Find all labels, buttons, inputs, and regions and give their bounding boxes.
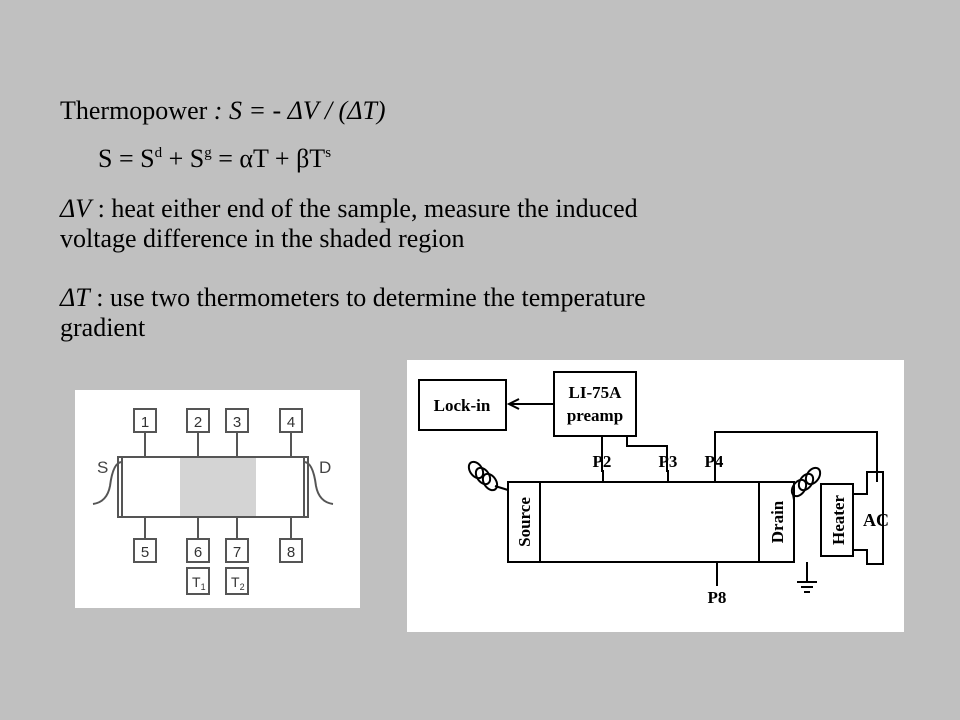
thermopower-formula: : S = - ΔV / (ΔT): [213, 96, 386, 125]
arrow-icon: [506, 398, 520, 410]
seebeck-sum-superscript: s: [325, 145, 332, 161]
preamp-box: [553, 371, 637, 437]
seebeck-sum-superscript: g: [204, 145, 212, 161]
pad-label: 5: [141, 544, 149, 561]
heater-label: Heater: [829, 495, 848, 545]
contact-pad-1: [133, 408, 157, 433]
probe-label: P2: [593, 452, 612, 471]
measurement-circuit-diagram: Lock-in LI-75A preamp P2 P3 P4 P8 Source…: [407, 360, 904, 632]
pad-label: 1: [141, 414, 149, 431]
delta-v-paragraph: ΔV : heat either end of the sample, meas…: [60, 194, 638, 254]
contact-pad-6: [186, 538, 210, 563]
thermometer-1: [186, 567, 210, 595]
drain-label: Drain: [768, 500, 787, 543]
seebeck-sum-part: = αT + βT: [211, 144, 326, 173]
ac-loop: [853, 471, 884, 565]
thermometer-label: T2: [231, 574, 245, 592]
preamp-model-label: LI-75A: [569, 383, 623, 402]
pad-label: 3: [233, 414, 241, 431]
delta-t-line-2: gradient: [60, 313, 146, 342]
delta-t-line-1: : use two thermometers to determine the …: [89, 283, 646, 312]
thermopower-equation: Thermopower : S = - ΔV / (ΔT): [60, 96, 386, 126]
contact-pad-4: [279, 408, 303, 433]
thermopower-label: Thermopower: [60, 96, 208, 125]
sample-contact-diagram: S D 1 2 3 4 5 6 7 8 T1 T2: [75, 390, 360, 608]
delta-v-line-2: voltage difference in the shaded region: [60, 224, 465, 253]
sample-bar: [507, 481, 795, 563]
delta-t-paragraph: ΔT : use two thermometers to determine t…: [60, 283, 646, 343]
pad-label: 7: [233, 544, 241, 561]
delta-v-line-1: : heat either end of the sample, measure…: [91, 194, 638, 223]
right-lead-label: D: [319, 458, 331, 477]
contact-pad-2: [186, 408, 210, 433]
ac-label: AC: [863, 510, 889, 530]
source-label: Source: [515, 497, 534, 547]
coil-icon: [790, 466, 822, 501]
ground-icon: [797, 562, 817, 593]
coil-icon: [467, 460, 509, 492]
probe-label: P3: [659, 452, 678, 471]
lockin-label: Lock-in: [434, 396, 491, 415]
thermometer-2: [225, 567, 249, 595]
contact-pad-5: [133, 538, 157, 563]
preamp-label: preamp: [567, 406, 623, 425]
contact-pad-8: [279, 538, 303, 563]
seebeck-sum-part: S = S: [98, 144, 155, 173]
thermometer-label: T1: [192, 574, 206, 592]
delta-v-symbol: ΔV: [60, 194, 92, 223]
pad-label: 2: [194, 414, 202, 431]
left-lead-label: S: [97, 458, 108, 477]
delta-t-symbol: ΔT: [60, 283, 90, 312]
probe-label: P8: [708, 588, 727, 607]
probe-label: P4: [705, 452, 724, 471]
seebeck-sum-part: + S: [162, 144, 205, 173]
contact-pad-7: [225, 538, 249, 563]
contact-pad-3: [225, 408, 249, 433]
shaded-region: [180, 458, 256, 516]
seebeck-sum-superscript: d: [154, 145, 163, 161]
seebeck-sum-equation: S = Sd + Sg = αT + βTs: [98, 144, 331, 174]
pad-label: 4: [287, 414, 295, 431]
source-lead: [92, 461, 123, 505]
pad-label: 6: [194, 544, 202, 561]
heater-box: [820, 483, 854, 557]
pad-label: 8: [287, 544, 295, 561]
drain-lead: [303, 461, 334, 505]
lockin-box: [418, 379, 507, 431]
